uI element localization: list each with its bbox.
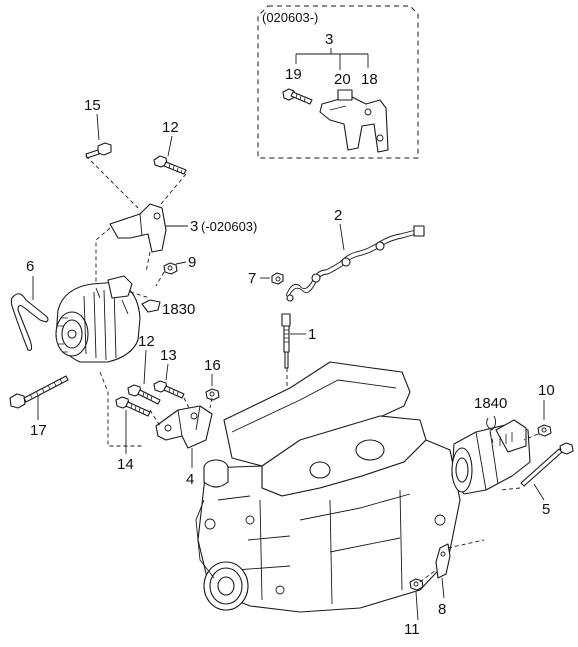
part-1830-group: 1830: [129, 291, 195, 318]
bolt-12-mid-group: 12: [127, 333, 161, 405]
inset-date-label: (020603-): [262, 10, 318, 25]
nut-10-icon: [537, 424, 552, 437]
callout-17: 17: [30, 422, 47, 439]
glow-plug-icon: [281, 313, 291, 369]
clip-1840-icon: [486, 415, 497, 431]
callout-12-mid: 12: [138, 333, 155, 350]
callout-1: 1: [308, 326, 316, 343]
nut-7-icon: [271, 272, 284, 285]
bolt-14-group: 14: [115, 396, 151, 473]
callout-1830: 1830: [162, 301, 195, 318]
bolt-13-icon: [153, 380, 185, 399]
callout-20: 20: [334, 71, 351, 88]
starter-motor-icon: [451, 419, 531, 495]
callout-3-date-note: (-020603): [201, 219, 257, 234]
callout-11: 11: [404, 621, 420, 638]
nut-16-icon: [205, 388, 220, 401]
harness-2-group: 2: [285, 207, 425, 302]
bolt-5-icon: [520, 442, 574, 487]
bracket-3-icon: [109, 203, 167, 253]
bolt-15-group: 15: [84, 97, 112, 159]
bolt-12-top-group: 12: [153, 119, 187, 175]
part-1840-group: 1840: [474, 395, 507, 447]
bolt-5-group: 5: [499, 442, 574, 518]
bolt-12-top-icon: [153, 155, 187, 175]
bracket-8-group: 8: [435, 539, 485, 618]
bracket-20-18-icon: [319, 89, 389, 153]
bolt-19-icon: [282, 88, 313, 105]
bolt-15-icon: [85, 142, 112, 159]
bracket-8-icon: [435, 543, 451, 579]
alternator-icon: [55, 275, 141, 363]
callout-3-inset: 3: [325, 31, 333, 48]
bolt-13-group: 13: [153, 347, 185, 399]
nut-9-icon: [163, 262, 178, 275]
callout-8: 8: [438, 601, 446, 618]
bolt-17-group: 17: [9, 375, 69, 439]
nut-11-icon: [409, 578, 424, 591]
nut-16-group: 16: [204, 357, 221, 401]
callout-15: 15: [84, 97, 101, 114]
callout-12-top: 12: [162, 119, 179, 136]
callout-4: 4: [186, 471, 194, 488]
belt-6-group: 6: [10, 258, 49, 351]
bracket-4-group: 4: [155, 405, 213, 488]
bolt-17-icon: [9, 375, 69, 409]
callout-9: 9: [188, 254, 196, 271]
bolt-14-icon: [115, 396, 151, 417]
callout-7: 7: [248, 270, 256, 287]
gasket-1830-icon: [141, 299, 161, 313]
inset-box: (020603-) 3 19 20 18: [257, 5, 419, 159]
callout-18: 18: [361, 71, 378, 88]
callout-16: 16: [204, 357, 221, 374]
callout-13: 13: [160, 347, 177, 364]
engine-block-icon: [195, 361, 461, 613]
belt-6-icon: [10, 293, 49, 351]
nut-9-group: 9: [155, 254, 196, 287]
callout-6: 6: [26, 258, 34, 275]
bracket-4-icon: [155, 405, 213, 449]
callout-10: 10: [538, 382, 555, 399]
nut-7-group: 7: [248, 270, 284, 287]
callout-3-main: 3: [190, 218, 198, 235]
callout-14: 14: [117, 456, 134, 473]
bracket-3-group: 3 (-020603): [109, 203, 257, 253]
bolt-12-mid-icon: [127, 384, 161, 405]
nut-10-group: 10: [523, 382, 555, 441]
nut-11-group: 11: [404, 569, 437, 638]
callout-1840: 1840: [474, 395, 507, 412]
callout-2: 2: [334, 207, 342, 224]
callout-5: 5: [542, 501, 550, 518]
glow-plug-harness-icon: [285, 225, 425, 302]
callout-19: 19: [285, 66, 302, 83]
